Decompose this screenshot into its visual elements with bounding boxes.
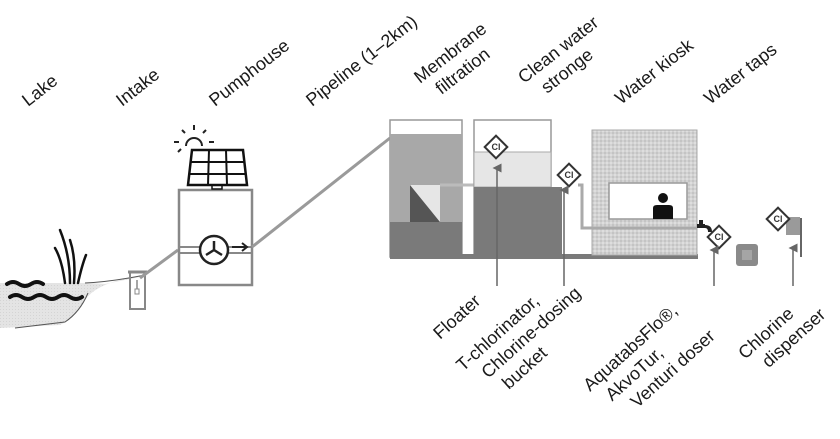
pumphouse [174,125,254,287]
label-chlorine-dispenser: Chlorine dispenser [734,288,829,379]
person-icon [653,193,673,219]
label-t-chlorinator: T-chlorinator, Chlorine-dosing bucket [452,263,603,408]
wave-icon [5,280,84,301]
chlorine-icon-t-chlorinator: Cl [556,162,582,188]
sun-icon [174,125,214,153]
svg-text:Cl: Cl [565,170,574,180]
clean-water-storage-tank [473,119,562,258]
label-water-taps: Water taps [700,39,780,108]
chlorine-icon-dispenser: Cl [765,206,791,232]
pointer-lines [492,163,798,286]
chlorine-icon-tap: Cl [706,224,732,250]
svg-text:Cl: Cl [492,142,501,152]
label-intake: Intake [112,64,163,110]
label-pipeline: Pipeline (1–2km) [302,11,421,110]
solar-panel-icon [186,148,249,190]
label-pumphouse: Pumphouse [205,35,293,110]
chlorine-markers: Cl Cl Cl Cl [483,134,791,250]
membrane-filtration-tank [389,119,475,258]
chlorine-icon-floater: Cl [483,134,509,160]
base-line [390,254,698,259]
jerrycan-label [742,250,752,260]
chlorine-dispenser [786,217,802,257]
lake [0,228,146,329]
pipe-intake-to-pump [139,248,179,280]
tap-icon [697,220,712,232]
label-membrane-filtration: Membrane filtration [410,15,508,104]
pipeline [251,136,391,249]
label-aquatabs: AquatabsFlo®, AkvoTur, Venturi doser [579,293,718,428]
label-floater: Floater [429,291,484,343]
pump-icon [198,234,230,266]
water-kiosk [578,129,698,256]
label-clean-water-storage: Clean water stronge [514,9,619,104]
reeds-icon [53,228,88,285]
label-water-kiosk: Water kiosk [611,34,698,108]
bottom-labels: Floater T-chlorinator, Chlorine-dosing b… [429,263,829,428]
intake-well [128,270,147,310]
label-lake: Lake [18,70,61,110]
svg-text:Cl: Cl [715,232,724,242]
svg-text:Cl: Cl [774,214,783,224]
top-labels: Lake Intake Pumphouse Pipeline (1–2km) M… [18,9,780,110]
